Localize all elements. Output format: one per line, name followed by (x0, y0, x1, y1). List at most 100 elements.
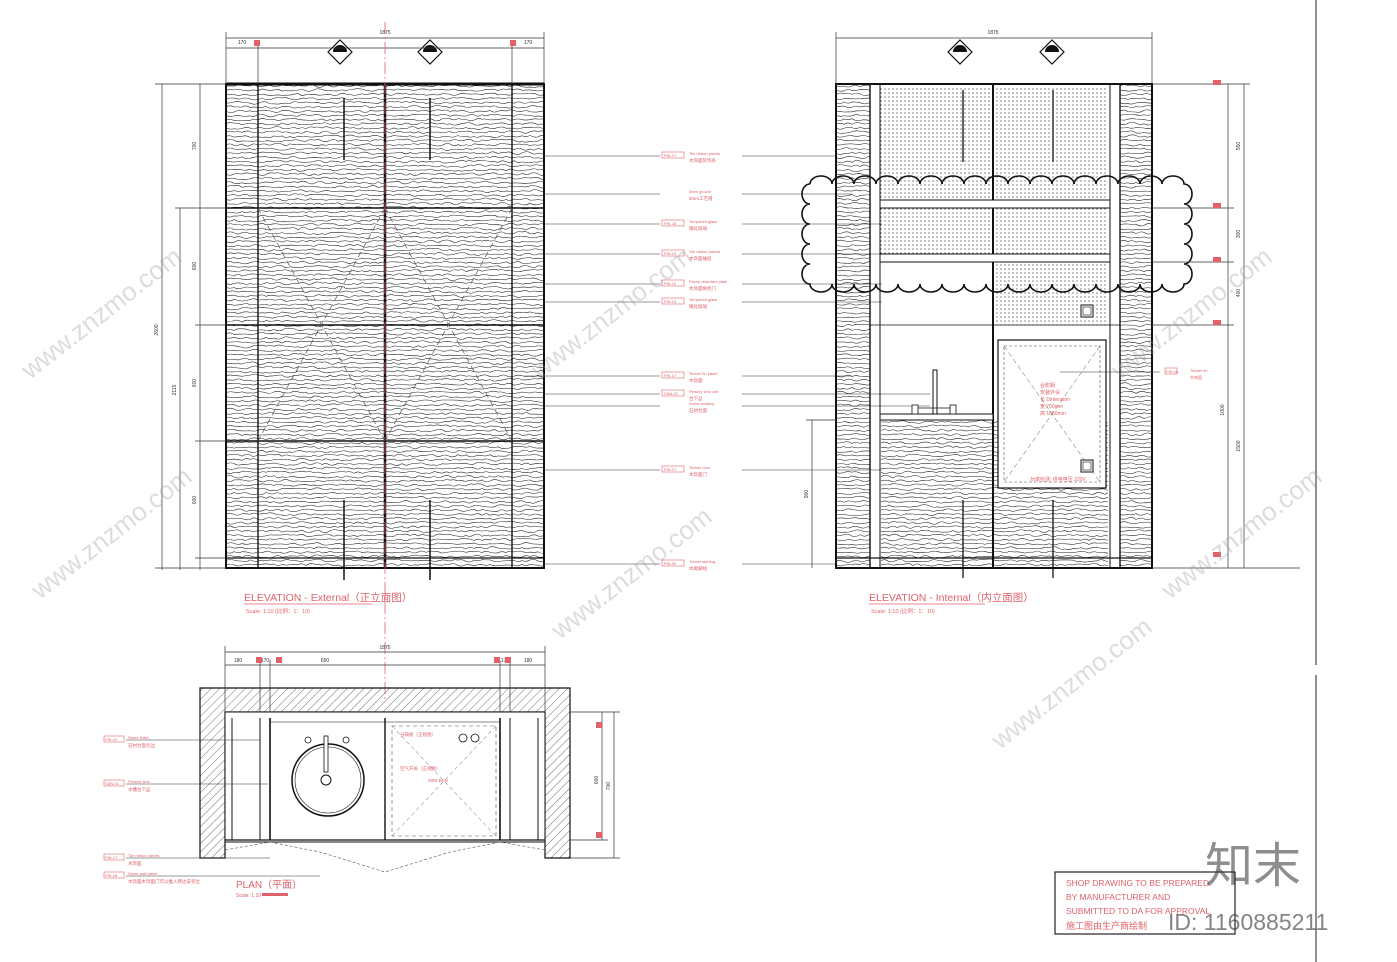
plan-door-swings (224, 841, 546, 873)
callout-text-en: Tempered glass (689, 297, 717, 302)
faucet-icon (911, 369, 957, 415)
callout-text-en: 3mm groove (689, 189, 712, 194)
internal-wood-grain-right (1120, 84, 1152, 566)
plan-top-dim: 170 (261, 658, 270, 664)
plan-callout-text-en: Stone finish (128, 735, 149, 740)
cabinet-note: 合影橱 安装外设 长 Dimension 宽 700mm 高 1650mm (1040, 382, 1070, 417)
watermark-text: www.znzmo.com (984, 611, 1157, 755)
internal-right-dim: 400 (1236, 289, 1242, 298)
mini-bar-area (391, 725, 497, 837)
plan-note: MINI BAR (428, 778, 449, 783)
section-marker-icon (1039, 39, 1065, 65)
svg-text:施工图由生产商绘制: 施工图由生产商绘制 (1066, 920, 1147, 931)
sink-icon (291, 735, 365, 817)
glasses-icon (458, 733, 480, 743)
svg-text:Timber fin: Timber fin (1190, 368, 1208, 373)
external-elevation-title: ELEVATION - External（正立面图） (244, 591, 412, 604)
callout-text-cn: 木饰面 (689, 377, 703, 384)
plan-callout-code: FIN-17 (105, 855, 118, 860)
section-marker-icon (327, 39, 353, 65)
internal-dim-markers (1213, 80, 1221, 557)
callout-code: FIN-17 (664, 373, 677, 378)
internal-wood-grain-left (836, 84, 870, 567)
external-wood-grain (226, 84, 544, 567)
callout-text-en: Timber door (689, 465, 711, 470)
plan-callout-code: FIN-10 (105, 737, 118, 742)
watermark-text: www.znzmo.com (24, 461, 197, 605)
callout-code: SAN-01 (664, 391, 679, 396)
callout-text-cn: 钢化玻璃 (689, 225, 707, 232)
internal-right-dim: 1000 (1220, 404, 1226, 415)
watermark-text: www.znzmo.com (544, 501, 717, 645)
callout-text-cn: 木饰面装饰条 (689, 157, 716, 164)
plan-callout-text-cn: 木饰面 (128, 860, 142, 867)
callout-code: FIN-13 (664, 299, 677, 304)
internal-elevation-title: ELEVATION - Internal（内立面图） (869, 591, 1034, 604)
external-edge-dim-right: 170 (524, 40, 533, 46)
callout-text-en: Flame-retardant plate (689, 279, 728, 284)
watermark-text: www.znzmo.com (524, 241, 697, 385)
external-seg-dim: 700 (192, 142, 198, 151)
right-callout: FIN-10 Timber fin 木饰面 (1060, 367, 1208, 380)
svg-text:BY MANUFACTURER AND: BY MANUFACTURER AND (1066, 892, 1170, 902)
internal-elevation-scale: Scale: 1:10 (比例：1：10) (871, 607, 935, 615)
external-seg-dim: 600 (192, 262, 198, 271)
internal-right-dim: 300 (1236, 230, 1242, 239)
callout-text-en: Timber skirting (689, 559, 715, 564)
svg-text:安装外设: 安装外设 (1040, 389, 1060, 396)
plan-callout-text-cn: 水槽台下盆 (128, 786, 151, 793)
plan-top-dim: 180 (524, 658, 533, 664)
svg-text:长 Dimension: 长 Dimension (1040, 396, 1070, 403)
stone-worktop (879, 413, 994, 421)
plan-note: 分隔板（正视图） (400, 731, 436, 738)
callout-text-en: Tempered glass (689, 219, 717, 224)
plan-right-dim: 700 (606, 782, 612, 791)
internal-right-dim: 1500 (1236, 440, 1242, 451)
plan-callout-text-en: Tile ribbon panels (128, 853, 159, 858)
callout-code: FIN-09 (664, 561, 677, 566)
external-partial-dim: 2115 (172, 384, 178, 395)
external-seg-dim: 600 (192, 496, 198, 505)
glass-panel-right (995, 262, 1108, 328)
svg-text:木饰面: 木饰面 (1190, 374, 1202, 380)
plan-dimensions (224, 646, 620, 859)
plan-top-dim: 650 (321, 658, 330, 664)
door-swing-lines (257, 207, 513, 442)
internal-elevation: 合影橱 安装外设 长 Dimension 宽 700mm 高 1650mm 功率… (801, 30, 1300, 615)
svg-text:宽 700mm: 宽 700mm (1040, 403, 1063, 410)
internal-dimensions (806, 32, 1300, 569)
external-elevation: 1875 170 170 2600 2115 700 600 600 600 E… (154, 30, 545, 615)
svg-text:SUBMITTED TO DA FOR APPROVAL: SUBMITTED TO DA FOR APPROVAL (1066, 906, 1210, 916)
callout-text-cn: 钢化玻璃 (689, 303, 707, 310)
revision-cloud (801, 175, 1193, 293)
svg-text:高 1650mm: 高 1650mm (1040, 410, 1066, 417)
svg-text:SHOP DRAWING TO BE PREPARED: SHOP DRAWING TO BE PREPARED (1066, 878, 1209, 888)
callout-text-cn: 木饰面抽屉 (689, 255, 712, 262)
svg-text:FIN-10: FIN-10 (1166, 369, 1179, 374)
callout-text-en: Pencey sink unit (689, 389, 719, 394)
plan-title: PLAN（平面） (236, 879, 302, 891)
callout-text-cn: 石材台面 (689, 407, 707, 414)
callout-text-en: Stone worktop (689, 401, 715, 406)
plan-callout-item: FIN-17 Tile ribbon panels 木饰面 (103, 853, 270, 867)
internal-left-dim: 900 (804, 490, 810, 499)
callout-text-cn: 木饰面门 (689, 471, 707, 478)
plan-overall-dim: 1875 (379, 645, 390, 651)
approval-stamp: SHOP DRAWING TO BE PREPARED BY MANUFACTU… (1054, 871, 1236, 935)
plan-note: 空气开关（正视图） (400, 765, 441, 772)
svg-text:合影橱: 合影橱 (1040, 382, 1055, 389)
callout-text-cn: 木踢脚线 (689, 565, 707, 572)
callout-text-en: Tile ribbon panels (689, 151, 720, 156)
